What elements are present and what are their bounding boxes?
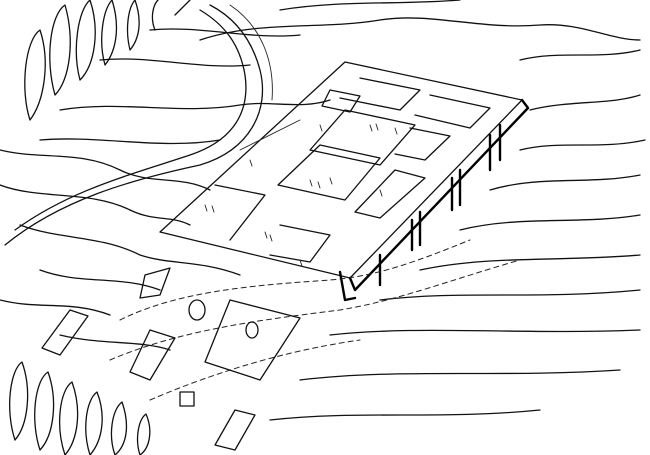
vegetation-marks — [204, 123, 398, 267]
contour-lines — [0, 0, 646, 421]
curved-road — [4, 4, 273, 246]
building-platform — [159, 61, 530, 302]
tree-row-bottom-left — [9, 361, 151, 455]
support-columns — [378, 123, 502, 287]
tree-row-top-left — [24, 0, 191, 121]
lower-plaza — [41, 239, 521, 451]
